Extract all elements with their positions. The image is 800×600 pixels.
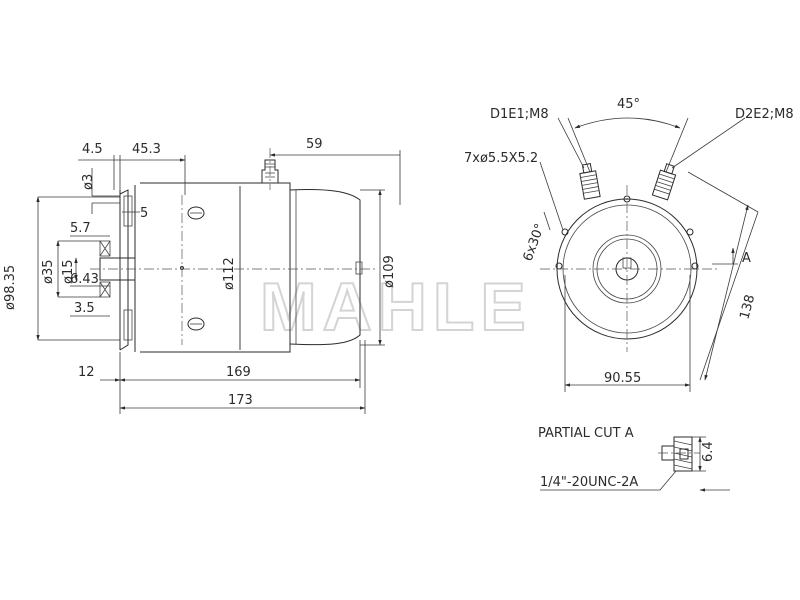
label-dia-3: ø3: [81, 174, 96, 190]
label-dia-98-35: ø98.35: [3, 265, 18, 310]
bolt-hole-3: [686, 228, 694, 236]
label-section-a: A: [742, 251, 751, 266]
bolt-hole-4: [691, 262, 699, 270]
shaft-key-top-cross: [99, 240, 111, 257]
ext-lines-98-35: [38, 196, 120, 341]
label-d2e2: D2E2;M8: [735, 107, 794, 122]
cut-stud-core: [679, 448, 689, 460]
dim-line-138: [704, 204, 749, 381]
label-6x30: 6x30°: [521, 222, 548, 264]
housing-screw-bottom: [187, 317, 205, 331]
leader-holes: [539, 161, 564, 231]
label-90-55: 90.55: [604, 371, 641, 386]
label-3-5: 3.5: [74, 301, 95, 316]
mahle-watermark: MAHLE: [260, 269, 532, 345]
leader-thread: [540, 470, 677, 491]
label-dia-35: ø35: [41, 260, 56, 285]
ext-lines-35: [58, 240, 100, 298]
label-dia-15: ø15: [61, 260, 76, 285]
label-dia-112: ø112: [222, 257, 237, 290]
shaft-key-top: [99, 240, 111, 257]
terminal-d2e2-tip: [663, 163, 675, 175]
leader-d2e2: [671, 117, 746, 169]
label-4-5: 4.5: [82, 142, 103, 157]
label-d1e1: D1E1;M8: [490, 107, 549, 122]
label-6-43: 6.43: [70, 272, 99, 287]
rear-cap: [289, 189, 361, 346]
label-holes: 7xø5.5X5.2: [464, 151, 538, 166]
ext-lines-3: [92, 195, 120, 204]
label-5: 5: [140, 206, 148, 221]
ext-lines-90-55: [564, 275, 691, 392]
terminal-d1e1-threads: [580, 174, 600, 194]
shaft-key-bottom-cross: [99, 281, 111, 298]
bolt-hole-1: [561, 228, 569, 236]
housing-screw-top: [187, 206, 205, 220]
terminal-d1e1: [579, 163, 601, 200]
label-59: 59: [306, 137, 323, 152]
angle-ext-lines: [567, 117, 689, 173]
terminal-stud: [261, 159, 279, 183]
dim-lines-138: [687, 171, 759, 381]
partial-cut-title: PARTIAL CUT A: [538, 426, 634, 441]
terminal-d2e2-body: [651, 169, 677, 201]
label-173: 173: [228, 393, 253, 408]
angle-arc-45: [574, 117, 681, 129]
bolt-hole-5: [623, 195, 631, 203]
shaft-key-bottom: [99, 281, 111, 298]
label-angle-45: 45°: [617, 97, 640, 112]
ext-lines-6-4: [692, 436, 706, 472]
end-view: D1E1;M8 D2E2;M8 45° 7xø5.5X5.2 6x30° A 1…: [464, 97, 794, 392]
side-view: 4.5 45.3 59 ø3 5 5.7 ø35 ø15 6.43 3.5 ø9…: [3, 137, 401, 414]
terminal-d2e2-threads: [654, 173, 675, 195]
housing-outline: [140, 182, 291, 353]
flange-lug-top: [123, 195, 133, 227]
label-12: 12: [78, 365, 95, 380]
leader-d1e1: [557, 117, 585, 169]
cut-stud-hatch: [673, 440, 693, 470]
terminal-d1e1-tip: [581, 163, 593, 174]
label-138: 138: [737, 293, 758, 321]
rear-stud: [355, 261, 363, 275]
label-5-7: 5.7: [70, 221, 91, 236]
terminal-d2e2: [651, 163, 677, 201]
flange-lug-bottom: [123, 309, 133, 341]
label-6-4: 6.4: [701, 441, 716, 462]
partial-cut-a: PARTIAL CUT A 6.4 1/4"-20UNC-2A: [538, 426, 730, 492]
leader-6x30: [543, 211, 551, 231]
ext-lines-109: [360, 189, 385, 346]
front-flange: [119, 189, 129, 351]
ext-lines-bottom: [119, 340, 366, 414]
label-169: 169: [226, 365, 251, 380]
label-45-3: 45.3: [132, 142, 161, 157]
label-thread: 1/4"-20UNC-2A: [540, 475, 638, 490]
label-dia-109: ø109: [382, 255, 397, 288]
